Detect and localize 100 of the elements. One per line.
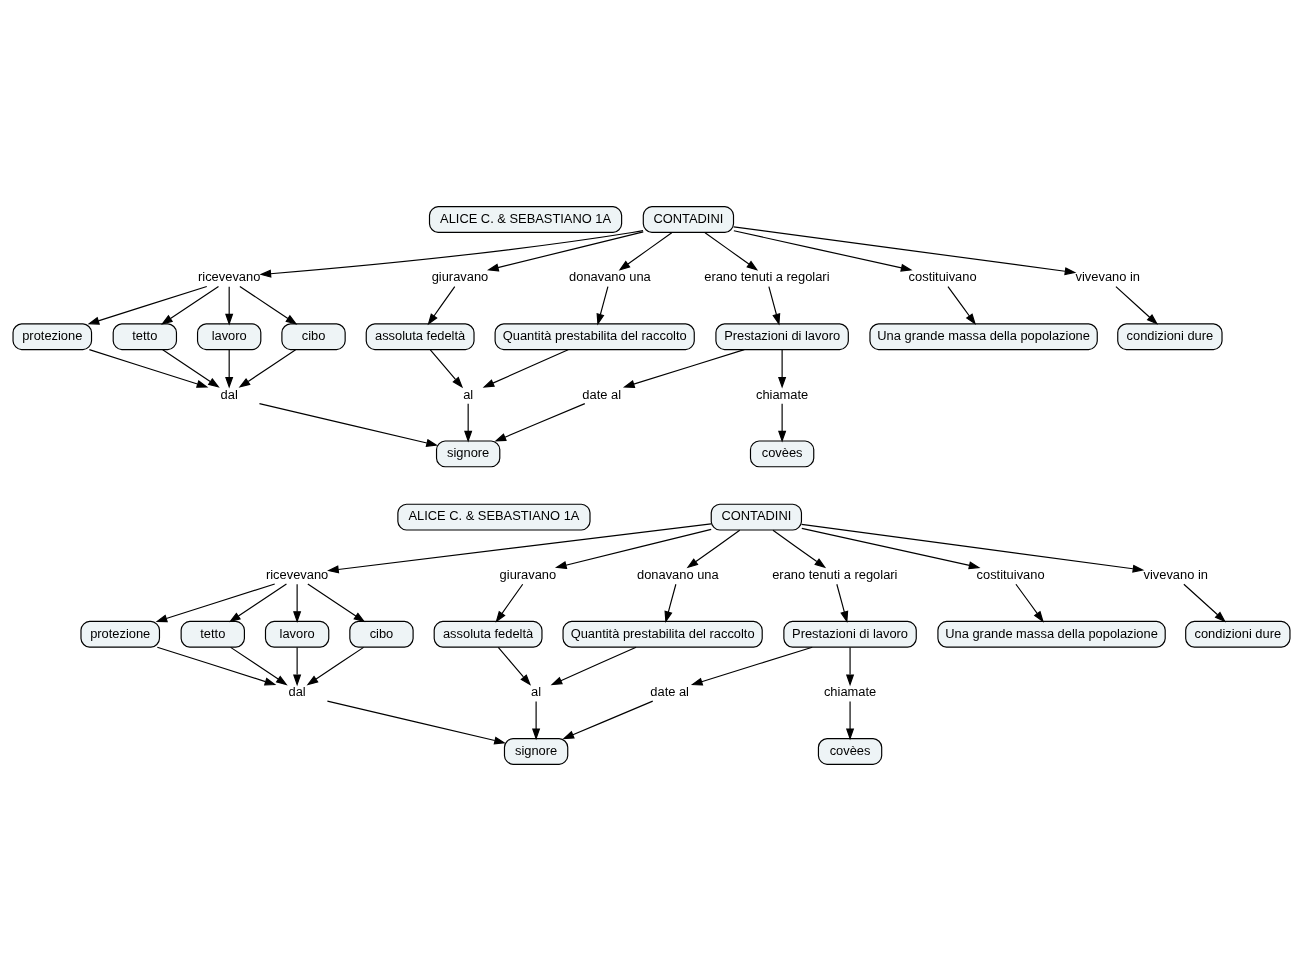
node-box: covèes <box>817 737 883 765</box>
node-text: chiamate <box>823 683 877 699</box>
node-text: erano tenuti a regolari <box>772 566 898 582</box>
node-box: signore <box>435 439 501 467</box>
node-box: cibo <box>349 620 414 648</box>
node-text: date al <box>650 683 689 699</box>
node-box: lavoro <box>196 322 262 350</box>
arrow <box>88 348 209 388</box>
node-box: assoluta fedeltà <box>433 620 543 648</box>
arrow <box>225 348 234 389</box>
arrow <box>156 646 277 685</box>
arrow <box>622 348 745 388</box>
node-box: ALICE C. & SEBASTIANO 1A <box>397 503 591 531</box>
node-box: CONTADINI <box>642 205 735 233</box>
node-box: lavoro <box>264 620 330 648</box>
node-text: chiamate <box>756 386 809 402</box>
node-text: costituivano <box>908 268 977 284</box>
node-text: al <box>463 386 474 402</box>
node-box: Prestazioni di lavoro <box>715 322 849 350</box>
arrow <box>1015 583 1044 623</box>
node-text: erano tenuti a regolari <box>704 268 830 284</box>
arrow <box>495 583 524 623</box>
node-box: condizioni dure <box>1185 620 1291 648</box>
arrow <box>327 522 712 573</box>
node-box: Una grande massa della popolazione <box>869 322 1098 350</box>
node-box: Una grande massa della popolazione <box>937 620 1166 648</box>
node-text: date al <box>582 386 622 402</box>
node-box: covèes <box>749 439 815 467</box>
arrow <box>482 348 569 388</box>
node-box: protezione <box>80 620 161 648</box>
arrow <box>230 646 288 685</box>
arrow <box>845 700 855 740</box>
node-text: giuravano <box>431 268 489 284</box>
node-text: al <box>531 683 542 699</box>
arrow <box>464 402 473 443</box>
node-text: dal <box>220 386 238 402</box>
arrow <box>1183 583 1227 622</box>
arrow <box>487 230 644 271</box>
node-text: costituivano <box>976 566 1045 582</box>
arrow <box>733 225 1077 275</box>
node-box: Quantità prestabilita del raccolto <box>494 322 695 350</box>
node-box: signore <box>503 737 569 765</box>
arrow <box>293 583 302 623</box>
node-text: giuravano <box>499 566 557 582</box>
node-text: vivevano in <box>1075 268 1141 284</box>
arrow <box>772 529 827 568</box>
arrow <box>733 229 913 272</box>
arrow <box>259 229 644 278</box>
node-box: tetto <box>112 322 178 350</box>
node-box: condizioni dure <box>1117 322 1223 350</box>
arrow <box>429 348 464 388</box>
arrow <box>845 646 855 686</box>
arrow <box>238 348 297 388</box>
arrow <box>293 646 302 686</box>
arrow <box>704 231 759 271</box>
arrow <box>497 646 532 686</box>
arrow <box>87 285 208 325</box>
arrow <box>596 285 609 325</box>
arrow <box>562 700 654 739</box>
node-text: donavano una <box>637 566 719 582</box>
arrow <box>1115 285 1159 325</box>
arrow <box>947 285 976 325</box>
arrow <box>664 583 677 623</box>
arrow <box>155 582 276 622</box>
node-box: Prestazioni di lavoro <box>783 620 917 648</box>
node-box: Quantità prestabilita del raccolto <box>562 620 763 648</box>
node-box: CONTADINI <box>710 503 803 531</box>
arrow <box>162 348 220 388</box>
arrow <box>618 231 673 271</box>
node-text: donavano una <box>569 268 651 284</box>
arrow <box>801 523 1145 573</box>
arrow <box>778 402 787 443</box>
arrow <box>228 582 288 622</box>
node-box: protezione <box>12 322 93 350</box>
arrow <box>554 528 712 569</box>
arrow <box>306 646 365 685</box>
arrow <box>836 583 849 623</box>
node-box: ALICE C. & SEBASTIANO 1A <box>428 205 623 233</box>
node-box: cibo <box>281 322 346 350</box>
node-text: vivevano in <box>1143 566 1208 582</box>
arrow <box>778 348 787 389</box>
arrow <box>239 285 298 325</box>
arrow <box>768 285 781 325</box>
arrow <box>225 285 234 325</box>
arrow <box>550 646 637 685</box>
arrow <box>690 646 813 685</box>
arrow <box>161 285 220 325</box>
node-text: ricevevano <box>198 268 261 284</box>
arrow <box>686 529 741 568</box>
node-text: dal <box>288 683 306 699</box>
arrow <box>307 582 366 622</box>
arrow <box>494 402 586 442</box>
arrow <box>258 402 438 447</box>
node-text: ricevevano <box>265 566 329 582</box>
arrow <box>427 285 456 325</box>
node-box: assoluta fedeltà <box>365 322 475 350</box>
arrow <box>326 700 506 744</box>
node-box: tetto <box>180 620 245 648</box>
arrow <box>532 700 541 740</box>
arrow <box>801 527 981 569</box>
